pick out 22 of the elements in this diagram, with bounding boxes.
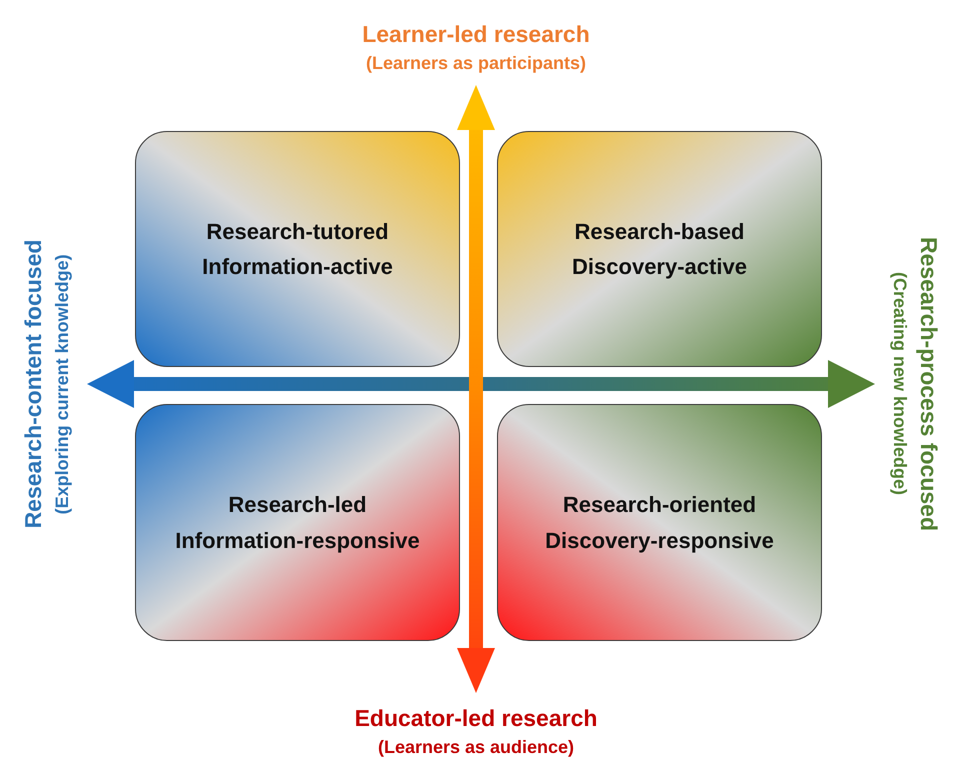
quadrant-label: Discovery-responsive (545, 526, 774, 555)
quadrant-label: Information-responsive (175, 526, 420, 555)
quadrant-box (135, 404, 460, 641)
axis-title: Research-process focused (915, 237, 943, 531)
vertical-axis-arrow (457, 85, 495, 693)
quadrant-label: Research-tutored (206, 218, 389, 246)
axis-title: Research-content focused (19, 240, 47, 528)
horizontal-axis-arrow (87, 360, 875, 408)
axis-title: Learner-led research (362, 20, 590, 49)
axis-subtitle: (Learners as audience) (378, 736, 574, 759)
quadrant-box (497, 131, 822, 367)
axis-subtitle: (Learners as participants) (366, 52, 586, 75)
axis-subtitle: (Creating new knowledge) (889, 272, 911, 496)
quadrant-box (497, 404, 822, 641)
quadrant-label: Information-active (202, 253, 393, 281)
axis-title: Educator-led research (354, 704, 598, 733)
quadrant-label: Research-led (228, 491, 367, 520)
quadrant-box (135, 131, 460, 367)
axis-subtitle: (Exploring current knowledge) (51, 254, 73, 514)
quadrant-label: Research-based (574, 218, 744, 246)
quadrant-label: Discovery-active (572, 253, 747, 281)
quadrant-label: Research-oriented (562, 491, 756, 520)
